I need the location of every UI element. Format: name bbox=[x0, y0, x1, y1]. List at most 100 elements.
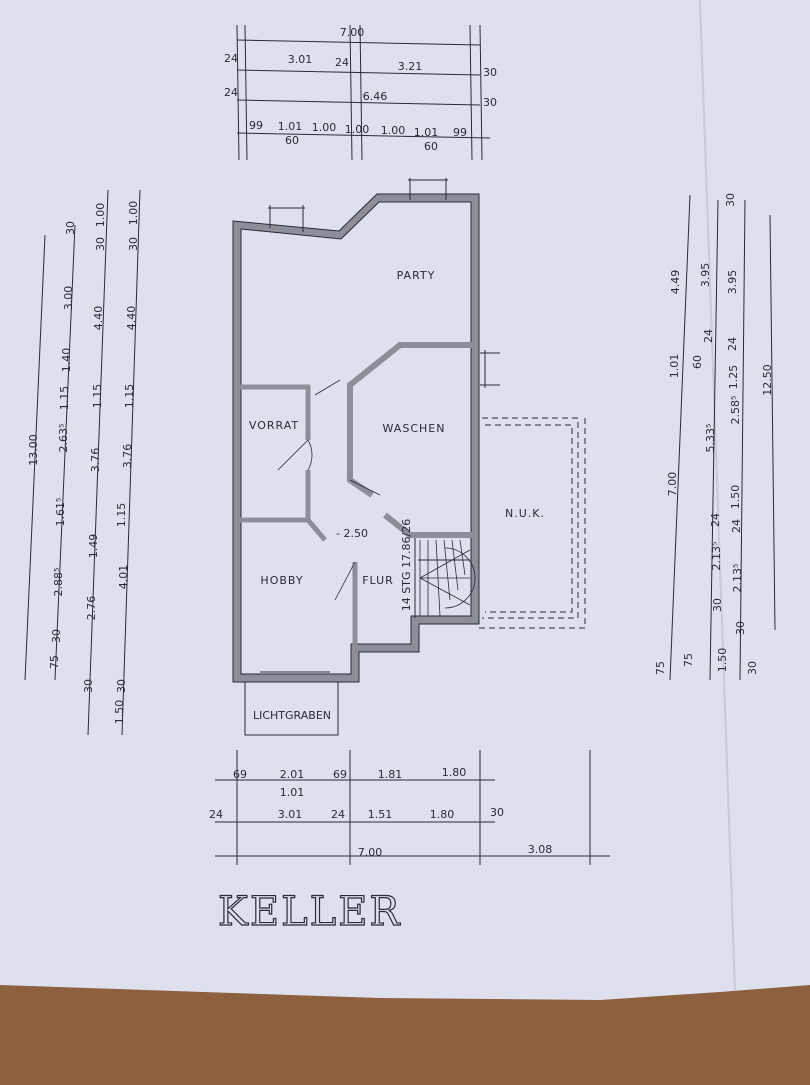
drawing-title: KELLER bbox=[218, 889, 402, 935]
dimension-label: 30 bbox=[94, 237, 107, 251]
dimension-label: 60 bbox=[691, 355, 704, 369]
doors bbox=[277, 379, 381, 601]
dimension-label: 4.40 bbox=[92, 306, 105, 331]
dimension-line bbox=[236, 24, 240, 161]
dimension-line bbox=[236, 39, 481, 46]
dimension-label: 1.00 bbox=[94, 203, 107, 228]
dimension-label: 3.01 bbox=[288, 53, 313, 66]
dimension-label: 1.00 bbox=[312, 121, 337, 134]
dimension-label: 5.33⁵ bbox=[704, 424, 717, 453]
room-label-hobby: HOBBY bbox=[260, 574, 303, 587]
dimension-label: 30 bbox=[127, 237, 140, 251]
dimension-label: 2.76 bbox=[85, 596, 98, 621]
dimension-label: 12.50 bbox=[761, 364, 774, 396]
dimension-label: 7.00 bbox=[666, 472, 679, 497]
dimension-label: 75 bbox=[654, 661, 667, 675]
lichtgraben-box bbox=[244, 681, 339, 736]
dimension-label: 30 bbox=[734, 621, 747, 635]
dimension-label: 3.00 bbox=[62, 286, 75, 311]
windows bbox=[260, 178, 500, 673]
staircase bbox=[419, 539, 476, 617]
dimension-label: 30 bbox=[746, 661, 759, 675]
dimension-label: 4.01 bbox=[117, 565, 130, 590]
dimension-label: 1.51 bbox=[368, 808, 393, 821]
dimension-label: 1.15 bbox=[115, 503, 128, 528]
dimension-line bbox=[769, 214, 776, 631]
dimension-line bbox=[87, 189, 109, 736]
dimension-label: 2.58⁵ bbox=[729, 396, 742, 425]
hobby-wall bbox=[306, 518, 358, 645]
dimension-label: 3.95 bbox=[699, 263, 712, 288]
dimension-label: 99 bbox=[453, 126, 467, 139]
room-label-nuk: N.U.K. bbox=[505, 507, 545, 520]
level-note: - 2.50 bbox=[336, 527, 368, 540]
dimension-label: 24 bbox=[702, 329, 715, 343]
nuk-area bbox=[475, 417, 586, 629]
dimension-label: 1.25 bbox=[727, 365, 740, 390]
dimension-label: 30 bbox=[82, 679, 95, 693]
dimension-label: 30 bbox=[483, 96, 497, 109]
dimension-label: 75 bbox=[48, 655, 61, 669]
room-label-lichtgraben: LICHTGRABEN bbox=[253, 709, 331, 722]
dimension-label: 1.15 bbox=[91, 384, 104, 409]
dimension-label: 30 bbox=[50, 629, 63, 643]
dimension-label: 3.76 bbox=[89, 448, 102, 473]
dimension-line bbox=[739, 199, 746, 681]
dimension-label: 60 bbox=[285, 134, 299, 147]
dimension-line bbox=[121, 189, 141, 736]
dimension-label: 7.00 bbox=[358, 846, 383, 859]
dimension-line bbox=[349, 24, 353, 161]
outer-wall bbox=[233, 194, 479, 682]
dimension-label: 1.15 bbox=[123, 384, 136, 409]
stair-note: 14 STG 17.86/26 bbox=[400, 519, 413, 611]
dimension-label: 1.50 bbox=[716, 648, 729, 673]
room-label-flur: FLUR bbox=[362, 574, 394, 587]
dimension-line bbox=[236, 69, 481, 76]
dimension-label: 1.50 bbox=[729, 485, 742, 510]
dimension-label: 1.01 bbox=[668, 354, 681, 379]
dimension-line bbox=[709, 199, 719, 681]
dimension-label: 75 bbox=[682, 653, 695, 667]
dimension-label: 1.00 bbox=[345, 123, 370, 136]
dimension-label: 30 bbox=[115, 679, 128, 693]
dimension-label: 2.63⁵ bbox=[57, 424, 70, 453]
dimension-line bbox=[24, 234, 46, 681]
walls bbox=[232, 193, 480, 683]
dimension-label: 1.50 bbox=[113, 700, 126, 725]
dimension-label: 1.01 bbox=[414, 126, 439, 139]
dimension-label: 2.01 bbox=[280, 768, 305, 781]
dimension-label: 1.00 bbox=[381, 124, 406, 137]
dimension-line bbox=[244, 24, 248, 161]
dimension-label: 1.00 bbox=[127, 201, 140, 226]
dimension-label: 30 bbox=[711, 598, 724, 612]
dimension-label: 1.01 bbox=[278, 120, 303, 133]
dimension-label: 4.40 bbox=[125, 306, 138, 331]
dimension-label: 69 bbox=[233, 768, 247, 781]
room-label-waschen: WASCHEN bbox=[383, 422, 446, 435]
dimension-label: 24 bbox=[224, 86, 238, 99]
dimension-label: 99 bbox=[249, 119, 263, 132]
dimension-label: 7.00 bbox=[340, 26, 365, 39]
dimension-line bbox=[54, 224, 76, 681]
paper-fold bbox=[699, 0, 736, 991]
dimension-label: 69 bbox=[333, 768, 347, 781]
dimension-label: 3.95 bbox=[726, 270, 739, 295]
dimension-label: 60 bbox=[424, 140, 438, 153]
dimension-label: 6.46 bbox=[363, 90, 388, 103]
dimension-lines bbox=[24, 24, 776, 865]
dimension-label: 4.49 bbox=[669, 270, 682, 295]
dimension-label: 3.08 bbox=[528, 843, 553, 856]
stair-wall bbox=[414, 538, 470, 618]
dimension-label: 3.01 bbox=[278, 808, 303, 821]
dimension-label: 1.80 bbox=[430, 808, 455, 821]
dimension-label: 24 bbox=[335, 56, 349, 69]
dimension-label: 30 bbox=[724, 193, 737, 207]
dimension-label: 24 bbox=[726, 337, 739, 351]
dimension-label: 24 bbox=[209, 808, 223, 821]
dimension-label: 1.81 bbox=[378, 768, 403, 781]
room-label-party: PARTY bbox=[397, 269, 436, 282]
dimension-label: 1.80 bbox=[442, 766, 467, 779]
dimension-label: 24 bbox=[331, 808, 345, 821]
